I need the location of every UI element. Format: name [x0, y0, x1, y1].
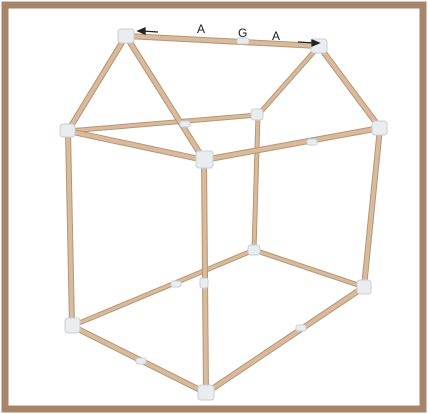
sleeve-back-floor: [171, 281, 181, 287]
sleeve-back-eave: [180, 121, 190, 127]
label-a-left: A: [197, 22, 205, 36]
connector-front-floor: [198, 385, 214, 400]
sleeve-front-floor: [296, 325, 306, 331]
connector-right-eave: [372, 121, 387, 135]
connector-front-eave: [196, 151, 213, 168]
sleeve-front-eave: [307, 139, 317, 145]
label-g-center: G: [238, 26, 247, 40]
connector-back-floor: [248, 245, 260, 255]
connector-right-floor: [357, 280, 371, 294]
connector-back-eave: [251, 109, 263, 120]
connector-apex-left: [118, 29, 134, 43]
label-a-right: A: [272, 29, 280, 43]
sleeve-left-floor: [136, 358, 146, 364]
sleeve-front-vertical: [200, 278, 208, 288]
connector-left-eave: [60, 124, 75, 137]
connector-left-floor: [65, 318, 80, 333]
